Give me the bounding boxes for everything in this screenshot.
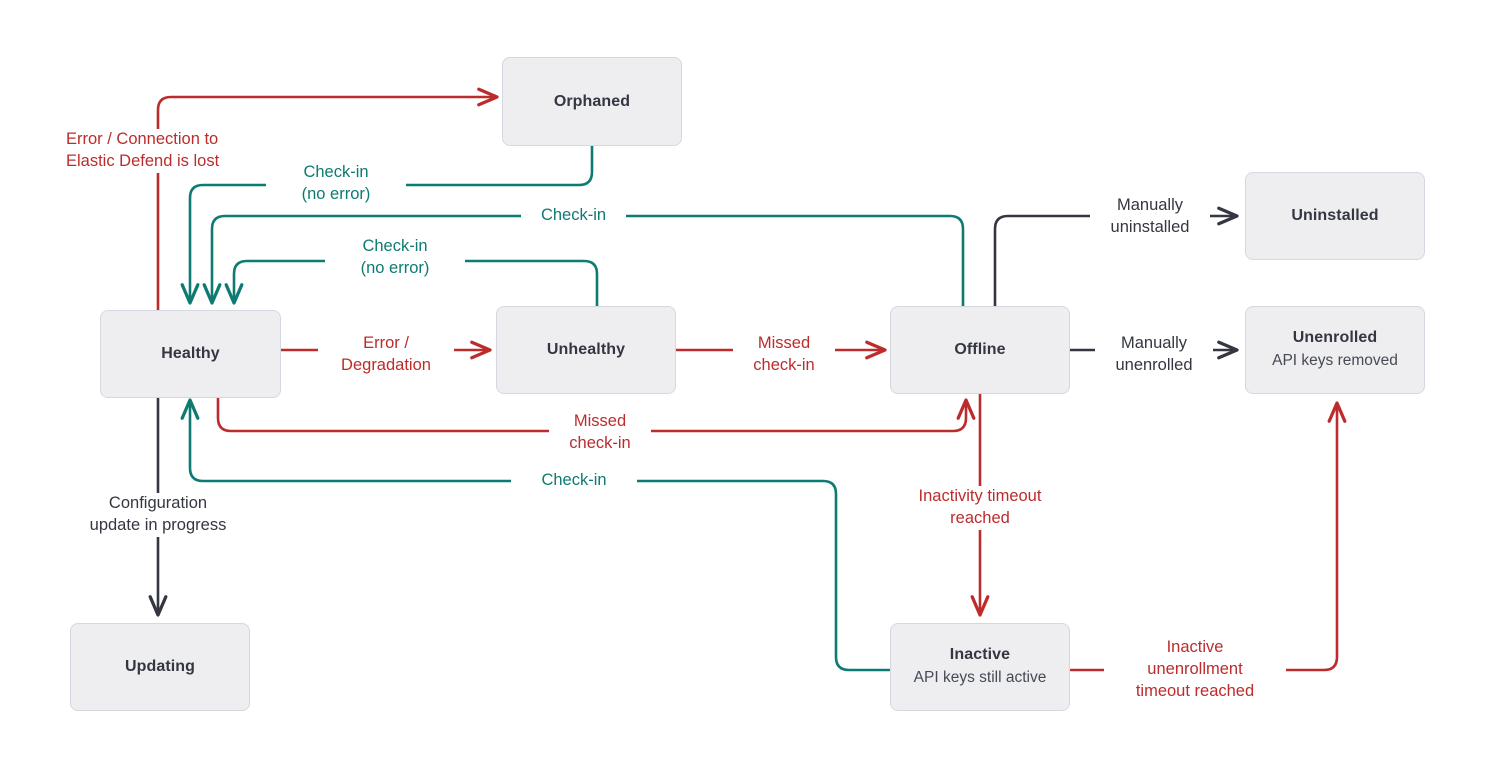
node-unenrolled-title: Unenrolled bbox=[1292, 329, 1378, 347]
node-unhealthy[interactable]: Unhealthy bbox=[496, 306, 676, 394]
node-uninstalled[interactable]: Uninstalled bbox=[1245, 172, 1425, 260]
edge-inactive-to-healthy bbox=[190, 400, 891, 672]
node-healthy[interactable]: Healthy bbox=[100, 310, 281, 398]
node-unhealthy-title: Unhealthy bbox=[546, 341, 626, 358]
edge-unhealthy-to-healthy bbox=[234, 259, 599, 308]
node-updating[interactable]: Updating bbox=[70, 623, 250, 711]
edge-offline-to-healthy bbox=[212, 214, 965, 312]
edge-inactive-to-unenrolled bbox=[1069, 403, 1337, 672]
node-healthy-title: Healthy bbox=[161, 345, 220, 362]
node-inactive-subtitle: API keys still active bbox=[913, 669, 1047, 687]
edge-offline-to-uninstalled bbox=[993, 216, 1237, 312]
node-orphaned[interactable]: Orphaned bbox=[502, 57, 682, 146]
node-offline-title: Offline bbox=[954, 341, 1006, 358]
edge-healthy-to-offline bbox=[216, 396, 966, 433]
node-unenrolled-subtitle: API keys removed bbox=[1272, 352, 1398, 370]
node-offline[interactable]: Offline bbox=[890, 306, 1070, 394]
node-inactive-title: Inactive bbox=[949, 646, 1011, 664]
node-unenrolled[interactable]: Unenrolled API keys removed bbox=[1245, 306, 1425, 394]
node-inactive[interactable]: Inactive API keys still active bbox=[890, 623, 1070, 711]
node-uninstalled-title: Uninstalled bbox=[1291, 207, 1379, 224]
edge-orphaned-to-healthy bbox=[190, 143, 594, 303]
node-updating-title: Updating bbox=[124, 658, 196, 675]
edge-healthy-to-orphaned bbox=[156, 97, 497, 312]
node-orphaned-title: Orphaned bbox=[553, 92, 631, 110]
